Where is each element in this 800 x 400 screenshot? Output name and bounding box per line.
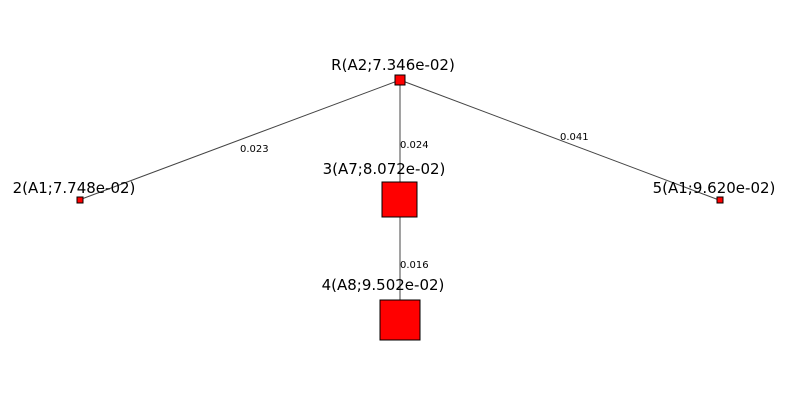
node-label-4: 4(A8;9.502e-02) bbox=[322, 276, 445, 294]
edge-label-n3-n4: 0.016 bbox=[400, 260, 429, 271]
node-label-5: 5(A1;9.620e-02) bbox=[653, 179, 776, 197]
node-4 bbox=[379, 299, 421, 341]
node-label-root: R(A2;7.346e-02) bbox=[331, 56, 455, 74]
edge-root-n5 bbox=[399, 79, 720, 201]
node-root bbox=[394, 74, 406, 86]
edge-label-root-n3: 0.024 bbox=[400, 140, 429, 151]
edge-label-root-n2: 0.023 bbox=[240, 144, 269, 155]
node-3 bbox=[381, 181, 418, 218]
node-label-3: 3(A7;8.072e-02) bbox=[323, 160, 446, 178]
node-5 bbox=[716, 196, 724, 204]
node-label-2: 2(A1;7.748e-02) bbox=[13, 179, 136, 197]
edge-label-root-n5: 0.041 bbox=[560, 132, 589, 143]
node-2 bbox=[76, 196, 84, 204]
edge-root-n2 bbox=[78, 79, 401, 201]
